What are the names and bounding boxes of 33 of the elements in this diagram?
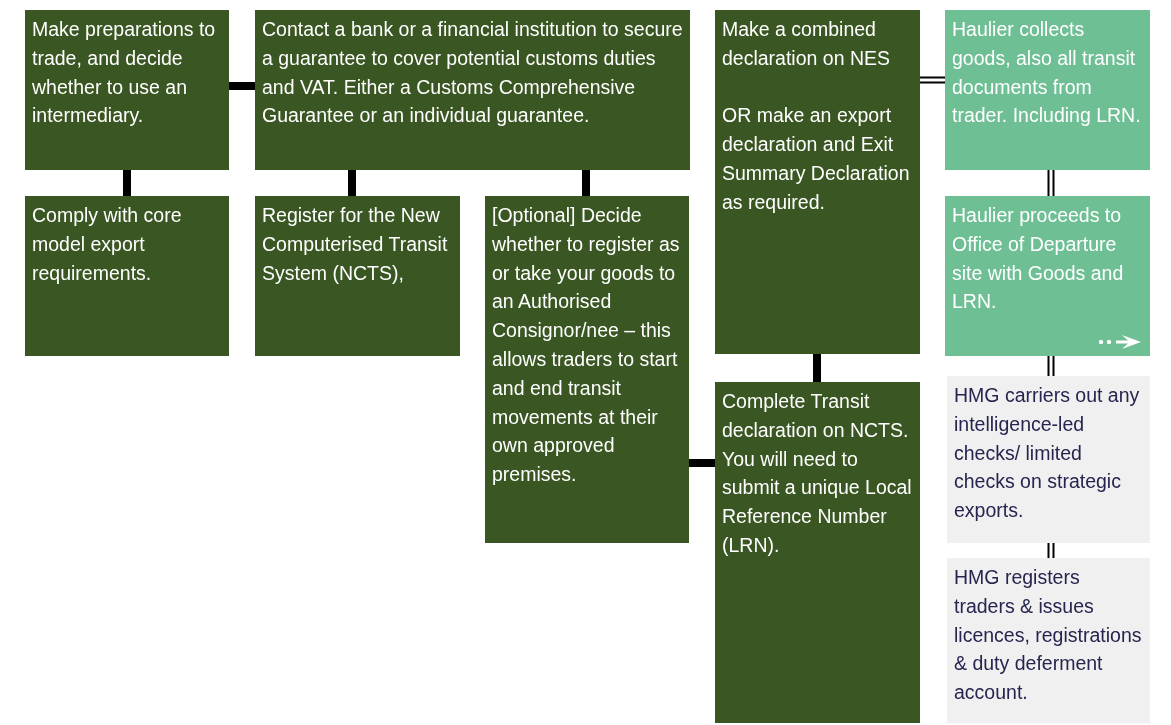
process-box <box>715 382 920 723</box>
connector-line <box>123 170 131 196</box>
box-text: Haulier proceeds to Office of Departure site with Goods and LRN. <box>952 203 1125 315</box>
process-box <box>945 10 1150 170</box>
connector-line <box>1047 542 1055 559</box>
box-text: Contact a bank or a financial institution to secure a guarantee to cover potential customs duties and VAT. Either a Customs Comprehensive Guarantee or an individual guarantee. <box>262 17 683 129</box>
box-text: Comply with core model export requirements. <box>32 203 183 286</box>
box-text: OR make an export declaration and Exit Summary Declaration as required. <box>722 103 911 215</box>
connector-line <box>348 170 356 196</box>
process-box <box>715 10 920 354</box>
box-text: Make preparations to trade, and decide whether to use an intermediary. <box>32 17 217 129</box>
box-text: Make a combined declaration on NES <box>722 17 892 71</box>
process-box <box>945 196 1150 356</box>
process-box <box>485 196 689 543</box>
connector-line <box>582 170 590 196</box>
box-text: HMG carriers out any intelligence-led checks/ limited checks on strategic exports. <box>954 383 1141 524</box>
connector-line <box>229 82 255 90</box>
box-text: Register for the New Computerised Transit System (NCTS), <box>262 203 449 286</box>
process-box <box>25 196 229 356</box>
process-box <box>255 196 460 356</box>
box-text: HMG registers traders & issues licences, registrations & duty deferment account. <box>954 565 1143 706</box>
connector-line <box>1047 355 1055 377</box>
process-box <box>947 376 1150 543</box>
box-text: Complete Transit declaration on NCTS. You will need to submit a unique Local Reference Number (LRN). <box>722 389 913 558</box>
connector-line <box>1047 169 1055 197</box>
process-box <box>25 10 229 170</box>
connector-line <box>813 354 821 382</box>
connector-line <box>689 459 715 467</box>
connector-line <box>919 76 946 84</box>
box-text: Haulier collects goods, also all transit documents from trader. Including LRN. <box>952 17 1142 129</box>
process-box <box>255 10 690 170</box>
box-text: [Optional] Decide whether to register as or take your goods to an Authorised Consignor/nee – this allows traders to start and end transit movements at their own approved premises. <box>492 203 681 488</box>
process-box <box>947 558 1150 723</box>
